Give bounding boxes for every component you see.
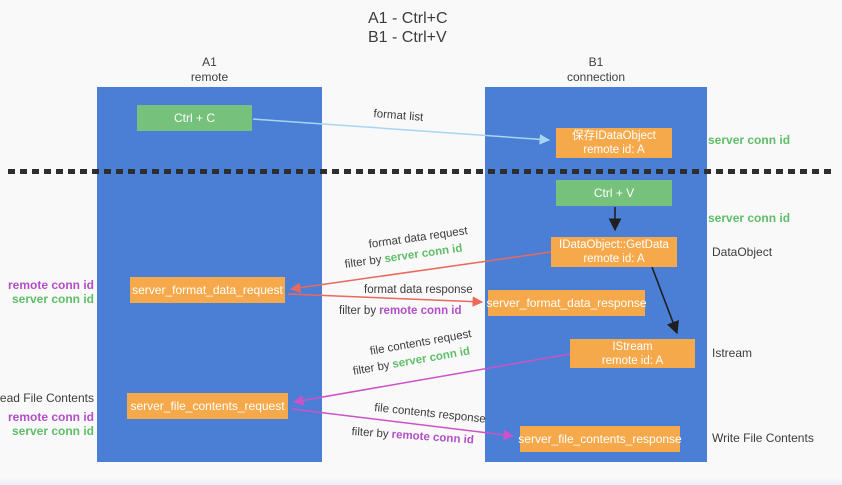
- getdata-line2: remote id: A: [583, 253, 645, 265]
- format-data-response-label: format data response: [364, 284, 473, 296]
- format-list-label: format list: [373, 108, 424, 124]
- server-format-data-request-label: server_format_data_request: [132, 283, 283, 297]
- save-idataobject-line1: 保存IDataObject: [572, 130, 656, 142]
- node-istream: IStream remote id: A: [570, 339, 695, 368]
- node-server-file-contents-response: server_file_contents_response: [518, 426, 682, 452]
- getdata-line1: IDataObject::GetData: [559, 239, 669, 251]
- right-label-server-conn-id-top: server conn id: [708, 133, 791, 147]
- ctrl-c-label: Ctrl + C: [173, 111, 215, 125]
- bottom-edge: [0, 478, 842, 485]
- istream-line1: IStream: [612, 340, 653, 353]
- node-save-idataobject: 保存IDataObject remote id: A: [556, 128, 672, 158]
- title-line-2: B1 - Ctrl+V: [368, 29, 447, 46]
- left-label-conn-ids-1: remote conn id server conn id: [8, 278, 94, 306]
- left-label-conn-ids-2: remote conn id server conn id: [8, 410, 94, 438]
- node-server-format-data-response: server_format_data_response: [486, 290, 647, 316]
- server-file-contents-request-label: server_file_contents_request: [130, 399, 285, 413]
- left-remote-conn-id-1: remote conn id: [7, 278, 94, 292]
- column-a1-subtitle: remote: [190, 70, 229, 84]
- node-ctrl-c: Ctrl + C: [137, 105, 252, 131]
- filter3-prefix: filter by: [352, 359, 391, 378]
- file-contents-response-label: file contents response: [373, 402, 487, 426]
- save-idataobject-line2: remote id: A: [583, 144, 645, 156]
- right-label-server-conn-id-mid: server conn id: [708, 211, 791, 225]
- column-b1-name: B1: [588, 55, 604, 69]
- filter1-prefix: filter by: [344, 253, 383, 271]
- filter4-value: remote conn id: [391, 428, 475, 447]
- column-header-a1: A1 remote: [97, 55, 322, 85]
- filter2-prefix: filter by: [339, 305, 377, 317]
- dotted-separator-line: [8, 169, 834, 174]
- server-file-contents-response-label: server_file_contents_response: [518, 432, 682, 446]
- column-header-b1: B1 connection: [485, 55, 707, 85]
- title-line-1: A1 - Ctrl+C: [368, 10, 448, 27]
- node-idataobject-getdata: IDataObject::GetData remote id: A: [551, 237, 677, 267]
- column-a1-name: A1: [202, 55, 217, 69]
- left-server-conn-id-1: server conn id: [11, 292, 94, 306]
- left-label-read-file-contents: Read File Contents: [0, 391, 94, 405]
- filter4-prefix: filter by: [351, 426, 389, 441]
- column-b1-subtitle: connection: [566, 70, 626, 84]
- right-label-write-file-contents: Write File Contents: [712, 431, 814, 445]
- diagram-title: A1 - Ctrl+C B1 - Ctrl+V: [368, 9, 448, 47]
- filter-by-server-conn-id-1: filter byserver conn id: [344, 242, 463, 270]
- server-format-data-response-label: server_format_data_response: [486, 296, 647, 310]
- filter2-value: remote conn id: [379, 305, 462, 317]
- ctrl-v-label: Ctrl + V: [593, 186, 635, 200]
- node-ctrl-v: Ctrl + V: [556, 180, 672, 206]
- right-label-dataobject: DataObject: [712, 245, 773, 259]
- left-remote-conn-id-2: remote conn id: [7, 410, 94, 424]
- istream-line2: remote id: A: [601, 354, 664, 367]
- left-server-conn-id-2: server conn id: [11, 424, 94, 438]
- right-label-istream: Istream: [712, 346, 753, 360]
- node-server-file-contents-request: server_file_contents_request: [127, 393, 288, 419]
- node-server-format-data-request: server_format_data_request: [130, 277, 285, 303]
